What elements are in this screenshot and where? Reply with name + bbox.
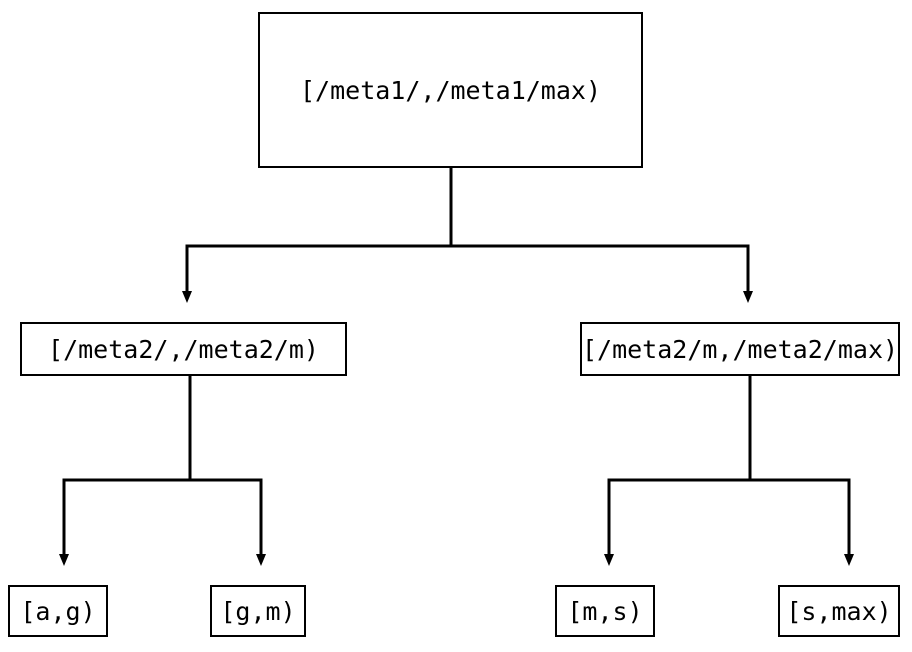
node-leaf-ms[interactable]: [m,s) — [555, 585, 655, 637]
node-leaf-smax-label: [s,max) — [786, 596, 892, 626]
edge-root-to-mid-right — [451, 244, 753, 303]
node-leaf-ms-label: [m,s) — [567, 596, 643, 626]
edge-mid-right-to-leaf-ms — [604, 376, 752, 566]
node-leaf-ag[interactable]: [a,g) — [8, 585, 108, 637]
node-leaf-smax[interactable]: [s,max) — [778, 585, 900, 637]
edge-root-to-mid-left — [182, 168, 453, 303]
node-mid-right[interactable]: [/meta2/m,/meta2/max) — [580, 322, 900, 376]
node-mid-right-label: [/meta2/m,/meta2/max) — [581, 334, 899, 364]
node-leaf-ag-label: [a,g) — [20, 596, 96, 626]
node-root-label: [/meta1/,/meta1/max) — [299, 75, 602, 105]
node-leaf-gm-label: [g,m) — [220, 596, 296, 626]
edge-mid-left-to-leaf-ag — [59, 376, 192, 566]
node-mid-left-label: [/meta2/,/meta2/m) — [48, 334, 319, 364]
node-root[interactable]: [/meta1/,/meta1/max) — [258, 12, 643, 168]
edge-mid-left-to-leaf-gm — [190, 478, 266, 566]
edge-mid-right-to-leaf-smax — [750, 478, 854, 566]
node-leaf-gm[interactable]: [g,m) — [210, 585, 306, 637]
node-mid-left[interactable]: [/meta2/,/meta2/m) — [20, 322, 347, 376]
